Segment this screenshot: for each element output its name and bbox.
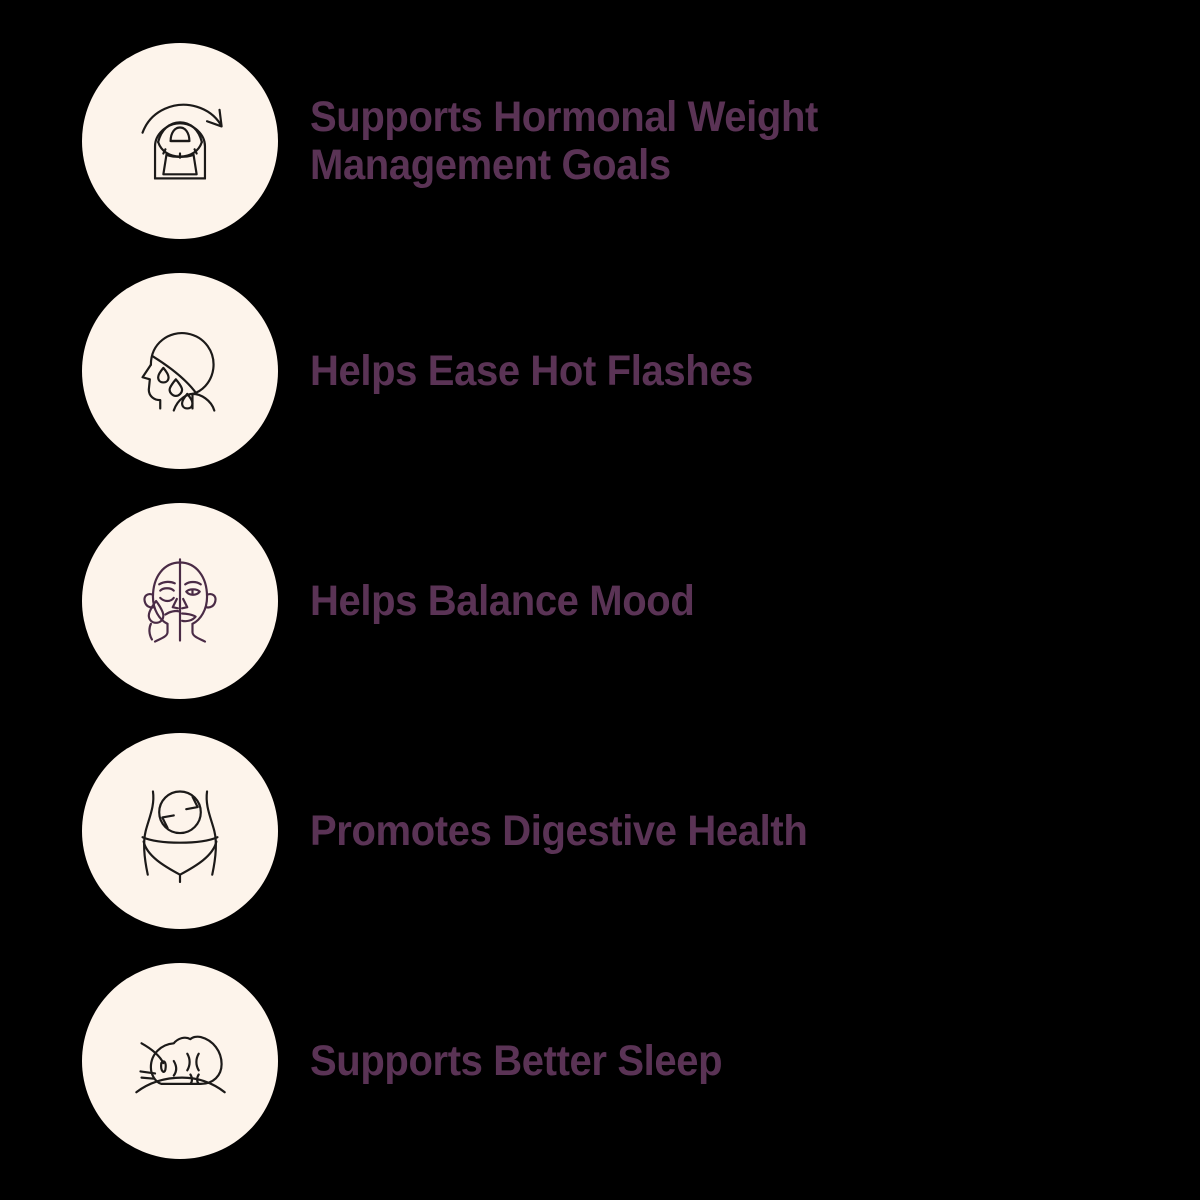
weight-scale-icon — [141, 103, 223, 180]
icon-circle-hot-flashes — [82, 273, 278, 469]
benefit-label-sleep: Supports Better Sleep — [310, 1036, 723, 1085]
benefit-item-sleep: Supports Better Sleep — [0, 963, 1200, 1159]
benefit-item-weight: Supports Hormonal Weight Management Goal… — [0, 43, 1200, 239]
icon-circle-sleep — [82, 963, 278, 1159]
icon-circle-weight — [82, 43, 278, 239]
benefit-label-digestive: Promotes Digestive Health — [310, 806, 808, 855]
sweating-face-profile-icon — [141, 332, 216, 412]
benefit-item-hot-flashes: Helps Ease Hot Flashes — [0, 273, 1200, 469]
benefit-item-digestive: Promotes Digestive Health — [0, 733, 1200, 929]
benefit-label-mood: Helps Balance Mood — [310, 576, 695, 625]
abdomen-digestion-cycle-icon — [141, 790, 219, 884]
benefit-label-weight: Supports Hormonal Weight Management Goal… — [310, 92, 818, 189]
benefit-label-hot-flashes: Helps Ease Hot Flashes — [310, 346, 753, 395]
split-face-mood-icon — [143, 558, 217, 643]
icon-circle-mood — [82, 503, 278, 699]
icon-circle-digestive — [82, 733, 278, 929]
benefit-item-mood: Helps Balance Mood — [0, 503, 1200, 699]
sleeping-head-pillow-icon — [135, 1035, 226, 1094]
